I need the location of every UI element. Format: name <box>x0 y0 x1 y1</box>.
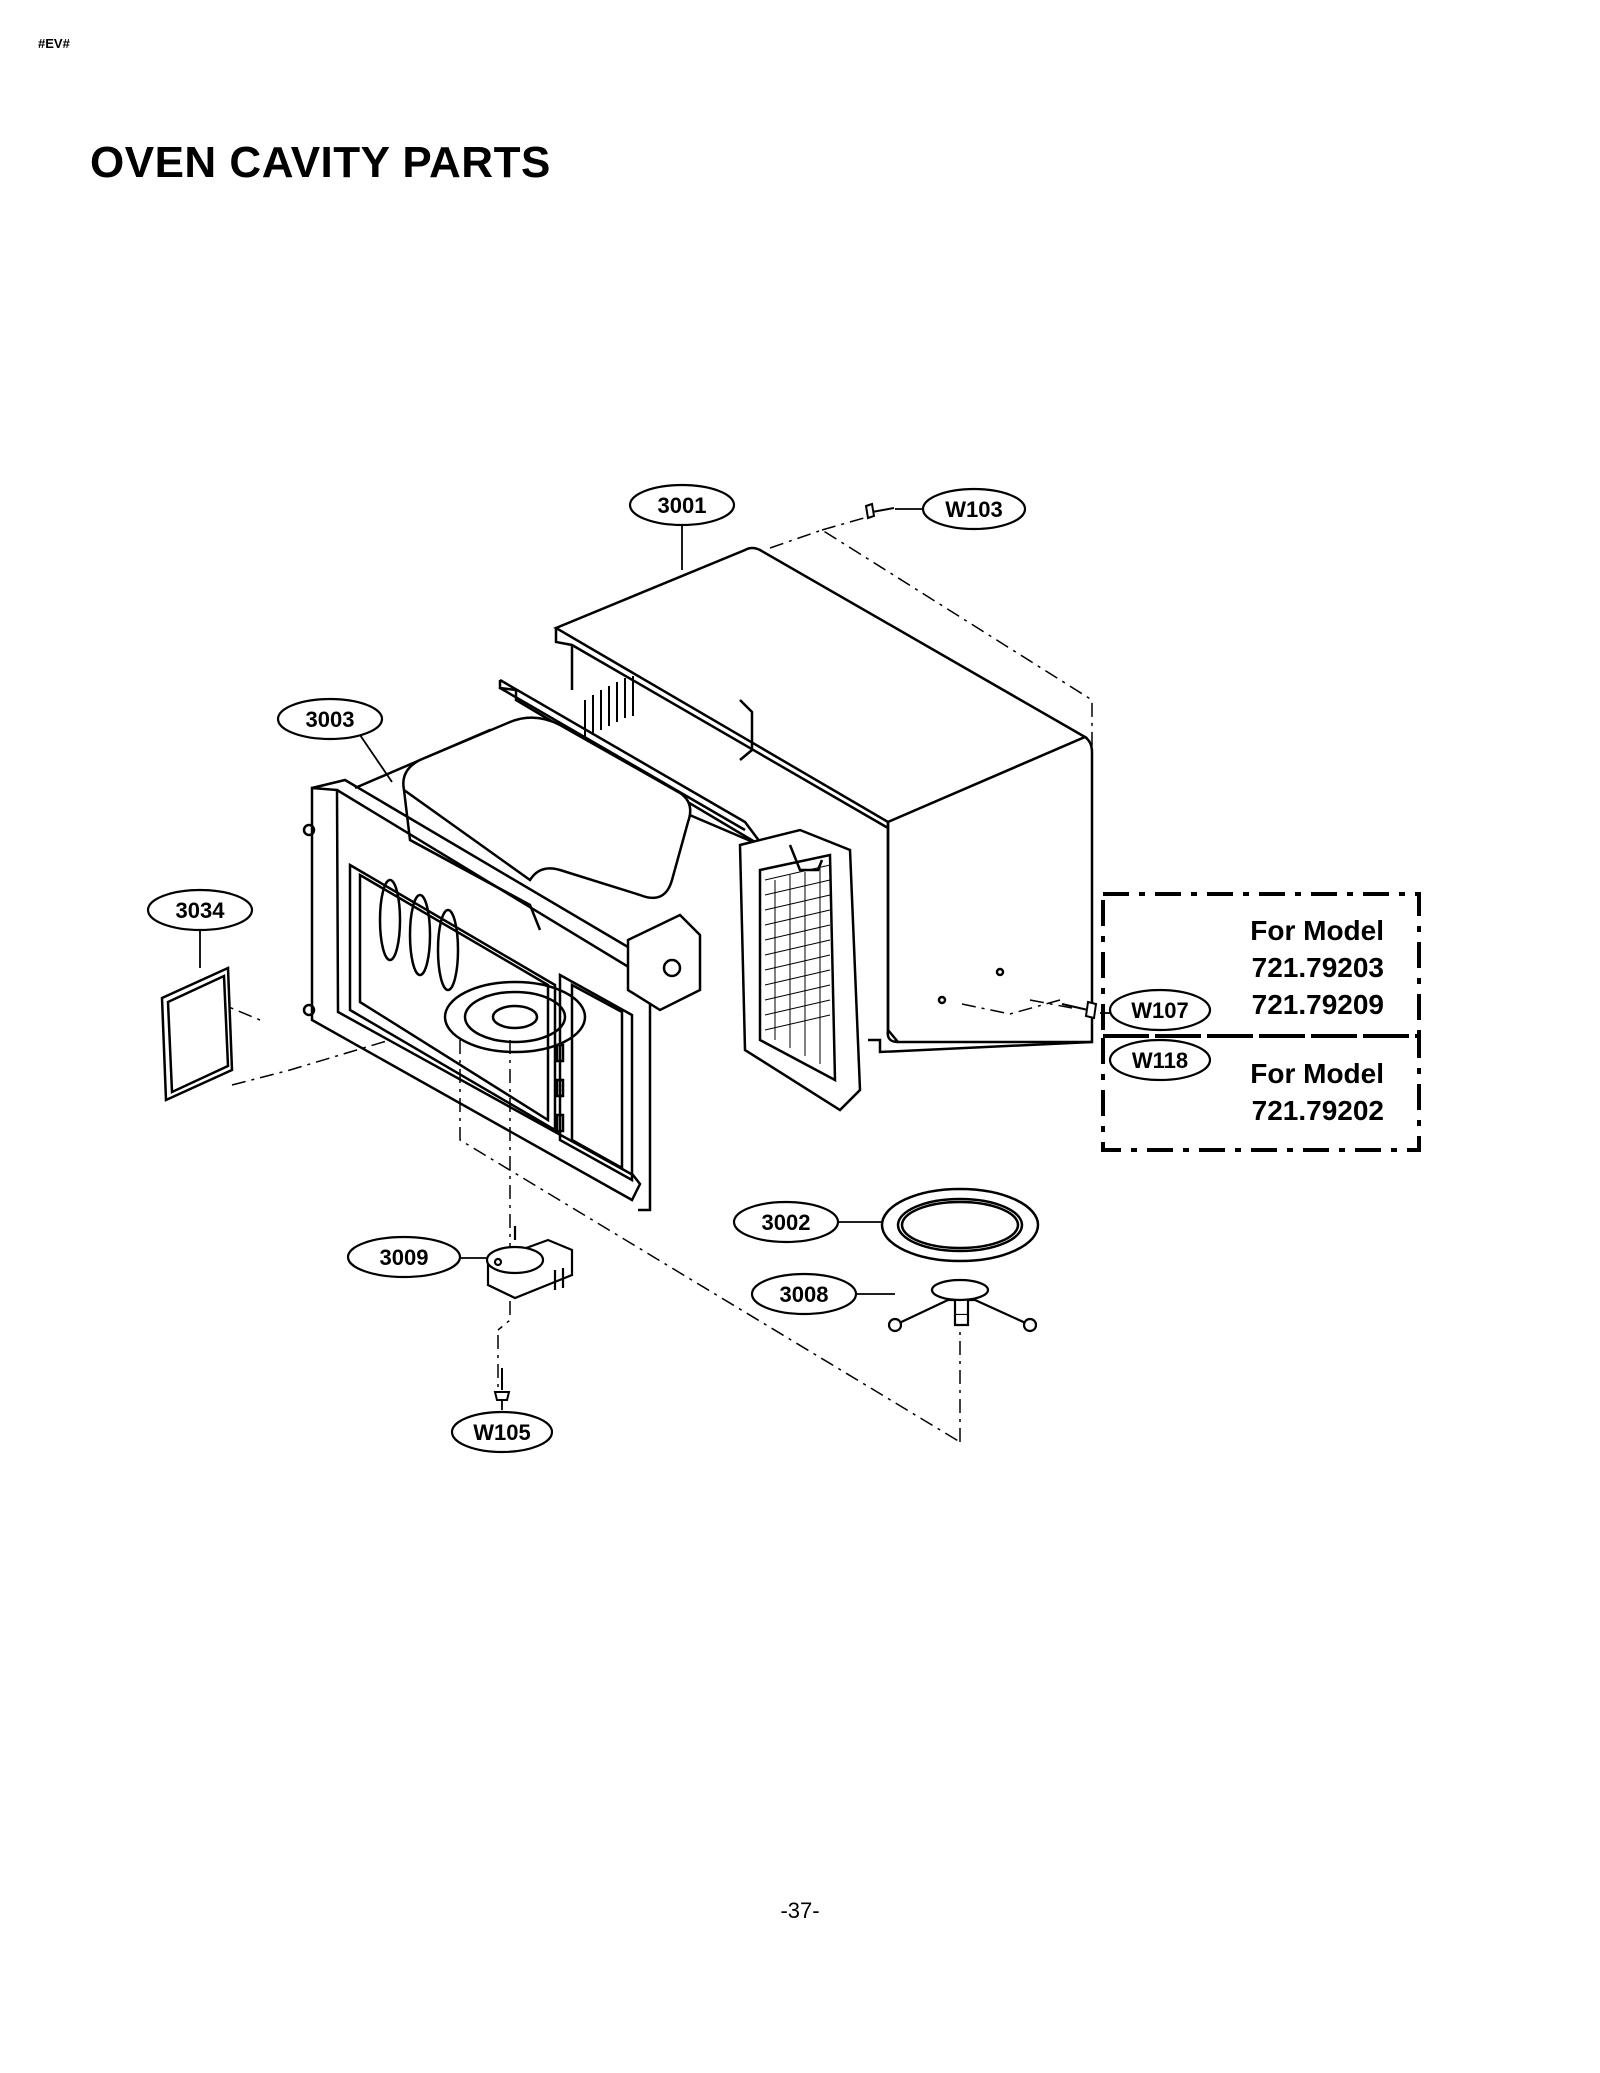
screw-w105 <box>493 1368 511 1401</box>
svg-text:721.79203: 721.79203 <box>1252 952 1384 983</box>
screw-w107 <box>1061 1000 1098 1020</box>
svg-text:721.79209: 721.79209 <box>1252 989 1384 1020</box>
svg-text:W118: W118 <box>1132 1048 1188 1073</box>
glass-tray-3002 <box>880 1187 1040 1263</box>
callout-3034: 3034 <box>146 888 254 932</box>
svg-text:3001: 3001 <box>658 493 707 518</box>
svg-text:3034: 3034 <box>176 898 226 923</box>
callout-3002: 3002 <box>732 1200 840 1244</box>
svg-text:3008: 3008 <box>780 1282 829 1307</box>
page-title: OVEN CAVITY PARTS <box>90 138 551 187</box>
vent-mesh <box>764 864 831 1064</box>
callout-w107: W107 <box>1108 988 1212 1032</box>
svg-text:721.79202: 721.79202 <box>1252 1095 1384 1126</box>
model-note-box-1: For Model 721.79203 721.79209 <box>1101 892 1421 1038</box>
svg-text:For Model: For Model <box>1250 1058 1384 1089</box>
alignment-lines-lower <box>211 999 961 1443</box>
screw-w103 <box>864 502 895 520</box>
oven-cavity-3003 <box>302 678 862 1212</box>
callout-w105: W105 <box>450 1410 554 1454</box>
svg-text:3009: 3009 <box>380 1245 429 1270</box>
turntable-motor-3009 <box>485 1226 574 1300</box>
callout-w118: W118 <box>1108 1038 1212 1082</box>
header-tag: #EV# <box>38 36 70 51</box>
svg-text:For Model: For Model <box>1250 915 1384 946</box>
svg-text:3003: 3003 <box>306 707 355 732</box>
svg-text:W107: W107 <box>1131 998 1188 1023</box>
roller-support-3008 <box>887 1278 1038 1333</box>
leader-lines <box>199 508 1112 1410</box>
outer-cabinet-3001 <box>553 546 1094 1054</box>
callout-3008: 3008 <box>750 1272 858 1316</box>
svg-text:W103: W103 <box>945 497 1002 522</box>
svg-text:W105: W105 <box>473 1420 530 1445</box>
page-number: -37- <box>780 1898 820 1923</box>
alignment-lines-cabinet <box>769 513 1093 1015</box>
model-note-box-2: For Model 721.79202 <box>1101 1034 1421 1152</box>
svg-text:3002: 3002 <box>762 1210 811 1235</box>
callout-3003: 3003 <box>276 697 384 741</box>
callout-3001: 3001 <box>628 483 736 527</box>
cover-sheet-3034 <box>160 966 234 1102</box>
callout-3009: 3009 <box>346 1235 462 1279</box>
callout-w103: W103 <box>921 487 1027 531</box>
